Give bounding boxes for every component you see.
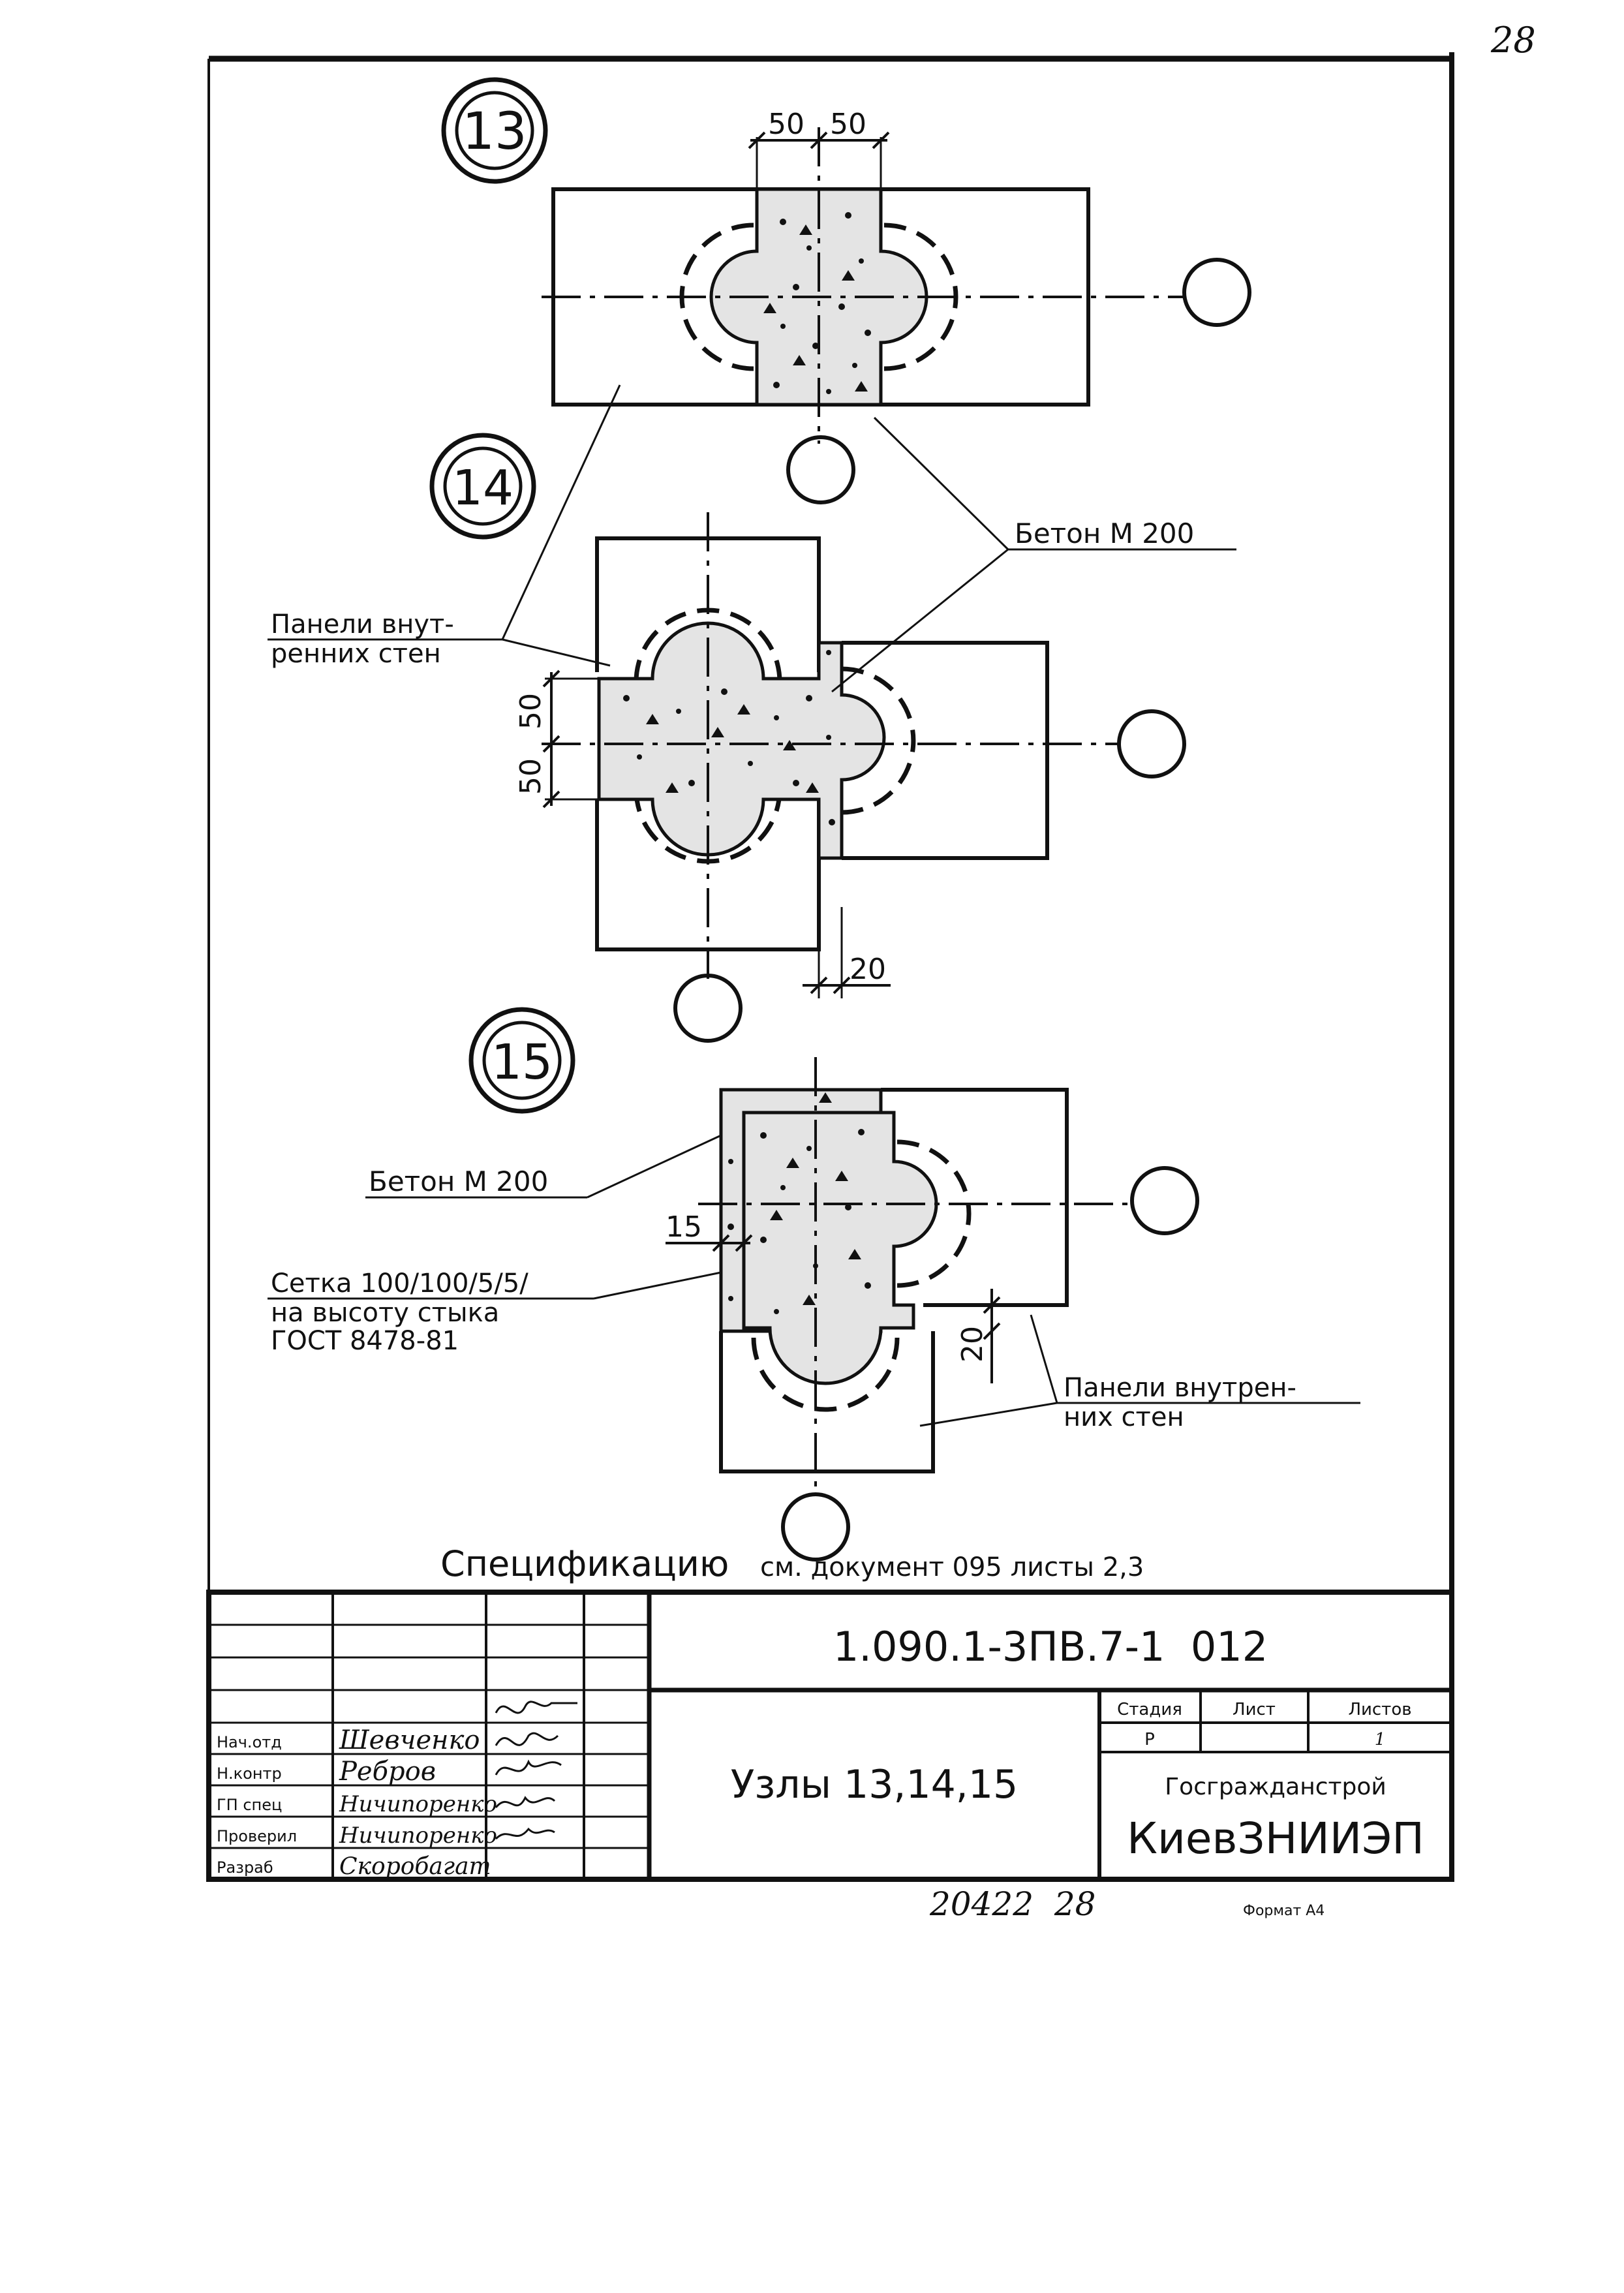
org-line1: Госгражданстрой xyxy=(1165,1774,1387,1800)
node-14-dim-upper: 50 xyxy=(514,693,547,730)
stage-header: Стадия xyxy=(1117,1700,1182,1719)
node-13-axis-bubble-right xyxy=(1182,258,1251,327)
node-13-dim-left: 50 xyxy=(768,108,804,141)
format-label: Формат А4 xyxy=(1243,1903,1325,1919)
node-15-panel-top-right xyxy=(881,1088,1069,1307)
node-13-dim-right: 50 xyxy=(830,108,866,141)
role-name: Ничипоренко xyxy=(339,1823,497,1849)
node-13-dimension xyxy=(748,131,890,189)
org-line2: КиевЗНИИЭП xyxy=(1127,1813,1424,1864)
node-14-dimension-vertical xyxy=(542,669,599,808)
node-15-number: 15 xyxy=(491,1034,553,1090)
node-13-number: 13 xyxy=(462,102,527,161)
node-14-label-circle: 14 xyxy=(429,433,536,540)
sheet-header: Лист xyxy=(1233,1700,1276,1719)
callout-mesh-line3: ГОСТ 8478-81 xyxy=(271,1326,459,1356)
node-14-dimension-gap xyxy=(803,907,891,998)
node-15: 15 15 xyxy=(468,1007,1199,1562)
node-15-label-circle: 15 xyxy=(468,1007,575,1114)
node-13-aggregate xyxy=(763,212,871,394)
node-15-axis-bubble-bottom xyxy=(781,1492,850,1562)
node-14-dim-gap: 20 xyxy=(850,953,886,986)
sheet-title: Узлы 13,14,15 xyxy=(731,1762,1018,1808)
callout-beton-node15: Бетон М 200 xyxy=(369,1165,548,1197)
callout-panels-left-line1: Панели внут- xyxy=(271,609,454,639)
node-15-axis-bubble-right xyxy=(1130,1166,1199,1235)
node-15-concrete-core xyxy=(742,1111,938,1385)
node-13-label-circle: 13 xyxy=(441,77,548,184)
inventory-number: 20422 28 xyxy=(929,1885,1095,1923)
callout-mesh-line1: Сетка 100/100/5/5/ xyxy=(271,1269,529,1299)
node-15-dimension-20 xyxy=(983,1289,1001,1383)
role-label: Нач.отд xyxy=(217,1733,282,1751)
role-name: Ребров xyxy=(339,1757,436,1787)
callout-panels-right-line1: Панели внутрен- xyxy=(1064,1373,1296,1403)
role-label: Н.контр xyxy=(217,1764,282,1783)
node-13-axis-bubble-bottom xyxy=(786,435,855,504)
sheets-value: 1 xyxy=(1375,1730,1386,1749)
node-13: 13 50 50 xyxy=(441,77,1251,504)
sheets-header: Листов xyxy=(1348,1700,1411,1719)
role-label: Разраб xyxy=(217,1858,273,1877)
node-15-dim-15: 15 xyxy=(666,1210,702,1244)
callout-beton-top: Бетон М 200 xyxy=(1015,517,1194,549)
doc-code: 1.090.1-3ПВ.7-1 012 xyxy=(833,1623,1268,1670)
callout-mesh-line2: на высоту стыка xyxy=(271,1298,499,1328)
node-14-axis-bubble-right xyxy=(1117,709,1186,778)
role-label: ГП спец xyxy=(217,1796,282,1814)
node-15-dashed-loop-right xyxy=(896,1139,972,1288)
node-14-aggregate xyxy=(623,650,835,825)
callout-leaders xyxy=(268,384,1360,1427)
signatures xyxy=(495,1701,577,1840)
stage-value: Р xyxy=(1144,1730,1155,1749)
node-14-number: 14 xyxy=(452,460,513,516)
spec-note-lead: Спецификацию xyxy=(440,1543,729,1584)
node-15-aggregate xyxy=(728,1092,871,1314)
node-14-panel-right xyxy=(842,641,1049,860)
node-15-dim-20: 20 xyxy=(956,1326,989,1362)
page-number: 28 xyxy=(1490,20,1536,61)
node-14-concrete-fill xyxy=(597,621,886,860)
node-15-dashed-loop-bottom xyxy=(751,1337,900,1412)
node-15-panel-bottom xyxy=(719,1331,935,1473)
role-name: Шевченко xyxy=(339,1725,480,1755)
role-name: Ничипоренко xyxy=(339,1791,497,1817)
node-15-dimension-15 xyxy=(666,1234,753,1252)
node-14-dashed-loop-right xyxy=(841,666,916,815)
role-label: Проверил xyxy=(217,1827,297,1845)
node-14-dim-lower: 50 xyxy=(514,758,547,795)
callout-panels-right-line2: них стен xyxy=(1064,1402,1184,1432)
role-name: Скоробагат xyxy=(339,1853,491,1880)
callout-panels-left-line2: ренних стен xyxy=(271,639,441,669)
title-block xyxy=(206,1590,1454,1882)
node-14-axis-bubble-bottom xyxy=(673,974,743,1043)
spec-note-rest: см. документ 095 листы 2,3 xyxy=(760,1552,1144,1582)
node-14: 14 50 50 xyxy=(429,433,1186,1043)
